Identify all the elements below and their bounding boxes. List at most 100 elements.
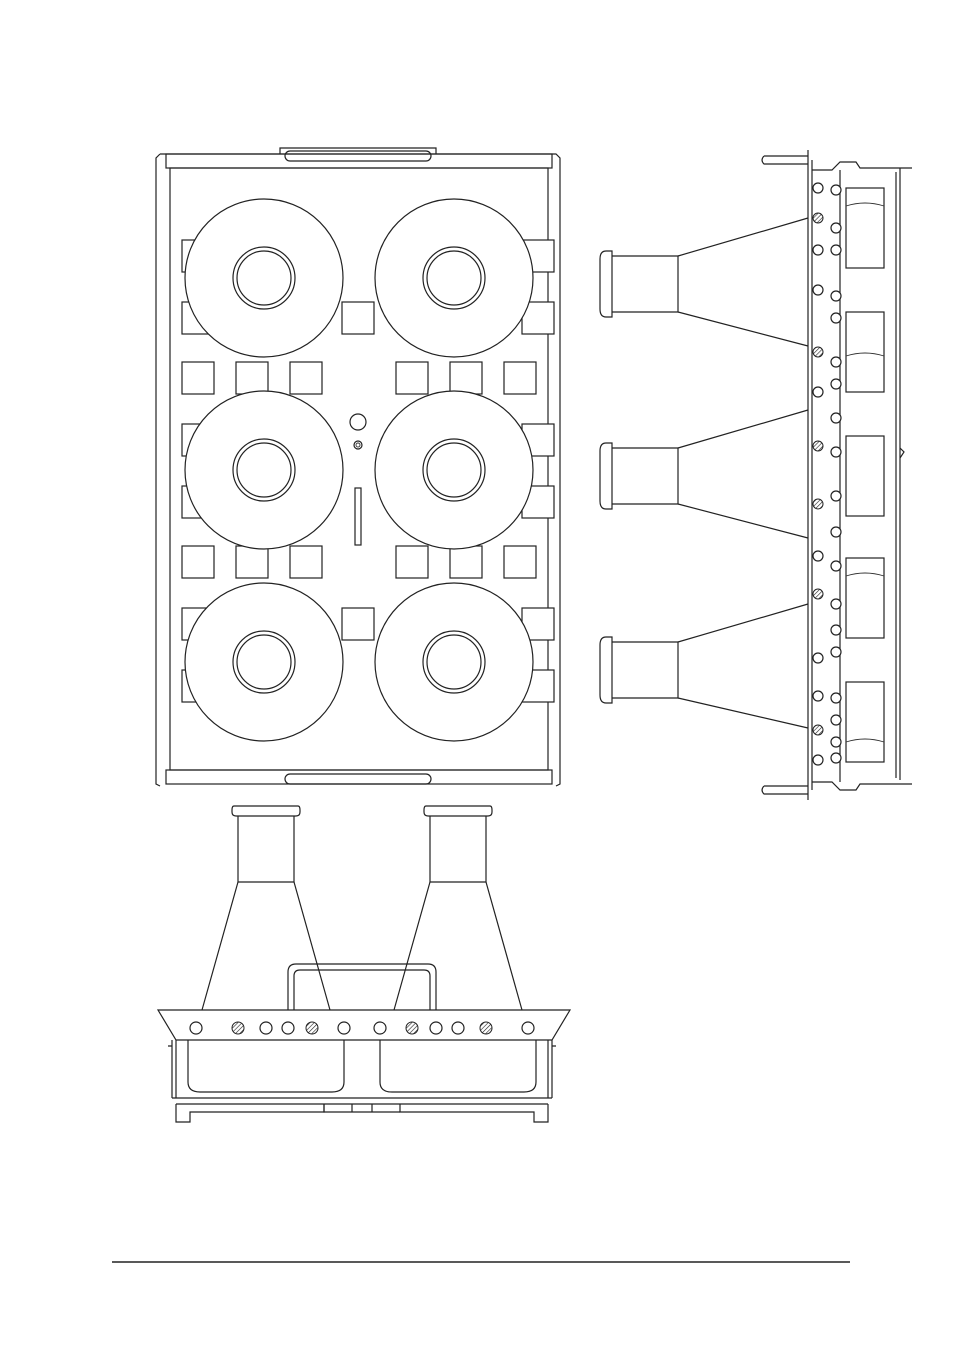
front-flask — [188, 806, 344, 1092]
flask-lip — [600, 637, 612, 703]
flask-rings — [185, 199, 533, 741]
side-hole — [831, 413, 841, 423]
side-window — [846, 558, 884, 638]
hatched-hole — [813, 213, 823, 223]
side-window — [846, 312, 884, 392]
front-flask — [380, 806, 536, 1092]
hatched-hole — [406, 1022, 418, 1034]
side-hole — [831, 647, 841, 657]
side-window-curve — [846, 739, 884, 742]
slot-square — [396, 546, 428, 578]
side-hole — [831, 313, 841, 323]
flask-ring-outer — [185, 199, 343, 357]
flask-body — [394, 882, 522, 1010]
flask-lip — [232, 806, 300, 816]
side-window — [846, 682, 884, 762]
center-screw — [354, 441, 362, 449]
side-hole — [831, 291, 841, 301]
side-hole — [831, 491, 841, 501]
side-hole — [831, 379, 841, 389]
flask-base — [188, 1040, 344, 1092]
hatched-hole — [813, 725, 823, 735]
front-hole — [190, 1022, 202, 1034]
flask-ring-outer — [375, 391, 533, 549]
side-flask — [600, 604, 808, 728]
center-slot — [355, 488, 361, 545]
side-window-curve — [846, 573, 884, 576]
side-hole — [813, 183, 823, 193]
slot-square — [450, 362, 482, 394]
flask-neck — [612, 642, 678, 698]
flask-body — [202, 882, 330, 1010]
slot-square — [290, 362, 322, 394]
flask-ring — [185, 391, 343, 549]
side-hole — [831, 625, 841, 635]
slot-square — [504, 362, 536, 394]
flask-ring-outer — [375, 583, 533, 741]
slot-square — [290, 546, 322, 578]
flask-lip — [424, 806, 492, 816]
side-hole — [831, 599, 841, 609]
side-hole — [813, 653, 823, 663]
slot-square — [236, 362, 268, 394]
flask-base — [380, 1040, 536, 1092]
front-hole — [282, 1022, 294, 1034]
flask-ring — [185, 583, 343, 741]
flask-body — [678, 604, 808, 728]
hatched-hole — [813, 589, 823, 599]
hatched-hole — [813, 441, 823, 451]
side-hole — [831, 753, 841, 763]
flask-body — [678, 410, 808, 538]
flask-neck — [612, 256, 678, 312]
flask-neck — [238, 816, 294, 882]
hatched-hole — [813, 499, 823, 509]
slot-square — [342, 302, 374, 334]
side-hole — [831, 561, 841, 571]
slot-square — [182, 546, 214, 578]
slot-square — [342, 608, 374, 640]
side-flask — [600, 218, 808, 346]
flask-ring — [375, 583, 533, 741]
hatched-hole — [232, 1022, 244, 1034]
flask-lip — [600, 251, 612, 317]
flask-lip — [600, 443, 612, 509]
flask-neck — [430, 816, 486, 882]
flask-ring — [375, 199, 533, 357]
slot-square — [396, 362, 428, 394]
side-hole — [813, 551, 823, 561]
front-view — [158, 806, 570, 1122]
center-hole — [350, 414, 366, 430]
side-window — [846, 436, 884, 516]
hatched-hole — [480, 1022, 492, 1034]
side-view — [600, 150, 912, 800]
flask-body — [678, 218, 808, 346]
side-window-curve — [846, 353, 884, 356]
side-hole — [831, 223, 841, 233]
side-hole — [831, 737, 841, 747]
slot-square — [182, 362, 214, 394]
side-hole — [813, 245, 823, 255]
slot-square — [504, 546, 536, 578]
side-hole — [831, 715, 841, 725]
side-hole — [831, 357, 841, 367]
hatched-hole — [306, 1022, 318, 1034]
slot-square — [236, 546, 268, 578]
slot-square — [450, 546, 482, 578]
flask-ring — [185, 199, 343, 357]
top-view — [156, 148, 560, 786]
front-hole — [430, 1022, 442, 1034]
hatched-hole — [813, 347, 823, 357]
front-hole — [374, 1022, 386, 1034]
front-tray-plate — [158, 1010, 570, 1040]
side-hole — [813, 285, 823, 295]
flask-neck — [612, 448, 678, 504]
front-hole — [452, 1022, 464, 1034]
side-hole — [813, 387, 823, 397]
flask-ring-outer — [185, 391, 343, 549]
front-hole — [260, 1022, 272, 1034]
side-flask — [600, 410, 808, 538]
side-hole — [831, 185, 841, 195]
flask-ring — [375, 391, 533, 549]
side-hole — [831, 447, 841, 457]
